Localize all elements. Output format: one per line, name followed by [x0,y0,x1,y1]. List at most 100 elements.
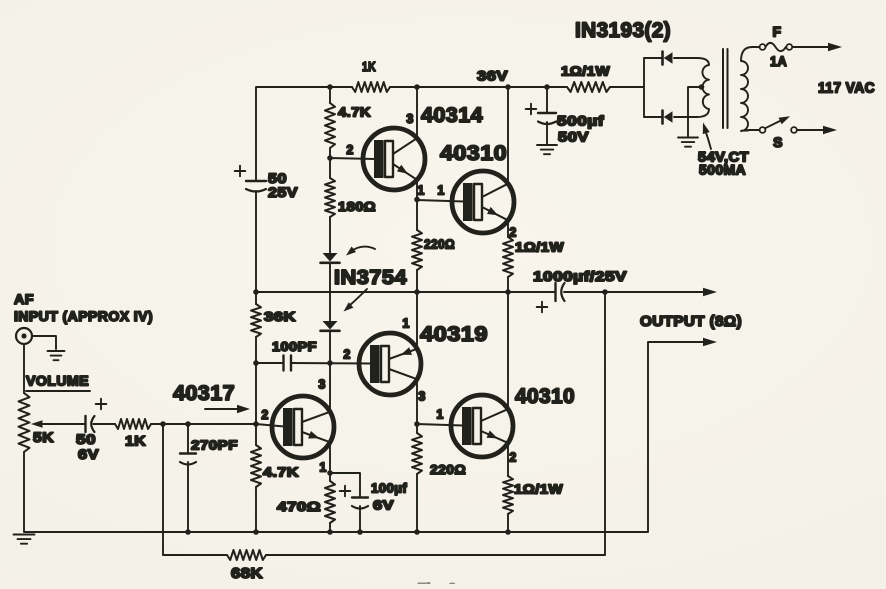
capacitor-100uf-icon [350,496,370,510]
emitter-arrow-icon [396,164,408,174]
label-driver-upper-pin-base: 2 [346,143,353,157]
label-capacitors-bypass-voltage: 6V [373,498,394,513]
transistor-40310-upper [449,168,517,236]
label-power-supply-transformer-secondary: 54V,CT [698,150,749,165]
resistor-1k-collector [351,81,391,93]
ground-transformer-icon [677,136,699,148]
label-resistors-r-base-220-lower: 220Ω [430,462,466,477]
transistor-40317 [269,393,337,461]
switch-icon [758,116,798,134]
transformer-icon [696,46,753,132]
transformer-pointer-arrow-icon [702,122,710,135]
label-capacitors-bootstrap-voltage: 25V [268,184,298,200]
resistor-4k7-emitter [250,444,262,488]
label-resistors-r-base-220-upper: 220Ω [424,237,455,252]
capacitor-500uf-icon [536,111,558,126]
emitter-arrow-icon [400,347,412,355]
label-power-supply-switch-name: S [773,134,783,150]
capacitor-270pf-icon [178,452,198,466]
input-jack-icon [14,326,34,346]
pointer-arrowheads [343,122,710,312]
label-output-upper-emitter-resistor: 1Ω/1W [515,240,564,255]
label-output-lower-pin-base: 1 [436,408,443,422]
preamp-pointer-arrow-icon [237,404,250,414]
label-power-supply-surge-resistor: 1Ω/1W [561,64,610,79]
fuse-icon [758,41,794,53]
capacitor-50-6v-icon [84,414,96,434]
label-io-output-label: OUTPUT (8Ω) [640,314,742,330]
label-output-upper-part: 40310 [440,142,507,165]
label-output-lower-pin-emitter: 2 [509,451,516,465]
label-power-supply-fuse-name: F [773,24,782,40]
label-resistors-r-emitter-4k7: 4.7K [263,465,299,480]
label-resistors-r-bias-4k7: 4.7K [338,105,371,120]
plus-1000uf-icon [535,300,549,314]
resistor-1ohm-upper [502,236,514,278]
wires [23,46,829,556]
plus-100uf-icon [338,484,352,498]
ground-rail-icon [12,533,36,545]
label-io-input-line1: AF [14,291,34,307]
label-resistors-r-feedback-68k: 68K [231,566,263,582]
label-bias-diodes-part: IN3754 [334,267,408,289]
resistor-4k7-bias [324,102,336,149]
label-capacitors-bootstrap-value: 50 [268,170,287,186]
transistor-40310-lower [448,392,516,460]
label-power-supply-filter-cap-voltage: 50V [558,129,589,145]
diode-1n3754-lower-icon [319,321,341,333]
label-capacitors-input-value: 50 [76,431,96,447]
label-preamp-pin-emitter: 1 [319,461,326,475]
label-power-supply-filter-cap-value: 500µf [557,113,604,129]
plus-50-25v-icon [233,164,247,178]
label-power-supply-rail-voltage: 36V [477,68,508,84]
diode-1n3754-upper-icon [319,253,341,265]
label-resistors-r-emitter-470: 470Ω [277,499,321,514]
label-capacitors-comp-100: 100PF [272,339,317,354]
resistor-220-lower [411,432,423,475]
resistor-1ohm-rail [566,81,611,93]
resistor-68k-feedback [226,549,267,561]
label-capacitors-comp-270: 270PF [191,438,238,453]
label-capacitors-bypass-value: 100µf [371,481,407,496]
label-power-supply-transformer-current: 500MA [699,163,746,178]
label-resistors-r-input-1k: 1K [125,433,146,449]
resistor-1k-input [114,418,152,430]
label-driver-lower-pin-collector: 3 [418,390,425,404]
label-io-input-line2: INPUT (APPROX IV) [14,308,153,324]
label-output-lower-emitter-resistor: 1Ω/1W [514,482,563,497]
diode-pointer-upper-arrow-icon [346,246,356,256]
label-output-upper-pin-base: 1 [437,184,444,198]
potentiometer-5k [17,392,31,453]
diode-1n3193-upper-icon [661,50,673,66]
label-power-supply-line-voltage: 117 VAC [818,81,875,97]
ac-line-top-arrow-icon [828,42,842,52]
transistor-40314 [360,125,428,193]
label-capacitors-input-voltage: 6V [78,446,99,462]
label-preamp-part: 40317 [173,382,235,405]
ground-500uf-icon [536,144,558,156]
label-resistors-r-collector-1k: 1K [362,59,376,74]
label-io-volume-label: VOLUME [26,374,89,389]
diode-1n3193-lower-icon [661,109,673,125]
resistor-36k [250,303,262,338]
plus-50-6v-icon [94,397,108,411]
pot-wiper-arrow-icon [31,420,43,428]
label-driver-upper-pin-emitter: 1 [417,184,424,198]
label-driver-upper-pin-collector: 3 [406,112,413,126]
label-driver-lower-part: 40319 [420,323,488,346]
label-driver-upper-part: 40314 [421,104,483,127]
emitter-arrow-icon [308,431,320,439]
emitter-arrow-icon [487,206,499,216]
capacitor-1000uf-icon [554,281,566,303]
label-capacitors-output-cap: 1000µf/25V [533,268,627,284]
label-resistors-r-divider-36k: 36K [264,309,296,324]
label-figure-caption: Fig. 2 [418,580,457,584]
junction-dots [160,84,705,535]
label-power-supply-fuse-rating: 1A [770,53,787,69]
label-power-supply-rectifiers: IN3193(2) [575,19,671,42]
diode-pointer-lower-arrow-icon [343,302,354,312]
label-resistors-r-bias-180: 180Ω [338,199,376,214]
output-hot-arrow-icon [703,287,717,297]
